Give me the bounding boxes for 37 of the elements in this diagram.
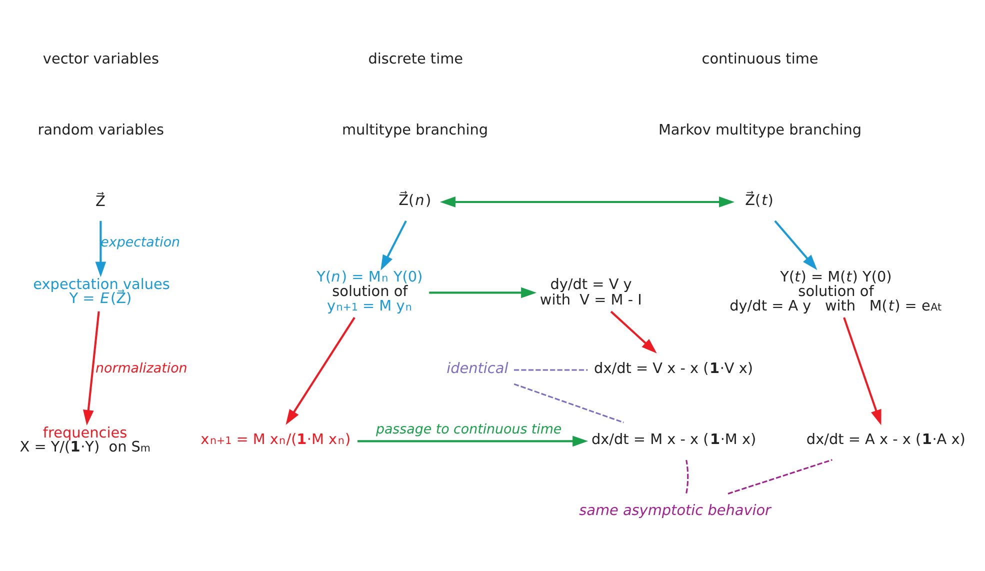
edge-label: expectation <box>100 235 180 250</box>
label: multitype branching <box>341 122 488 138</box>
node-text: Y(t) = M(t) Y(0) solution of dy/dt = A y with M(t) = eAt <box>729 269 942 314</box>
arrow <box>356 435 588 446</box>
connector <box>685 459 688 493</box>
edge-label: passage to continuous time <box>375 422 562 437</box>
node-text: same asymptotic behavior <box>578 502 770 519</box>
arrow <box>285 316 355 424</box>
arrow <box>439 196 734 207</box>
label: discrete time <box>368 51 463 67</box>
connector <box>513 382 624 423</box>
node-text: dx/dt = V x - x (1·V x) <box>594 360 753 376</box>
connector <box>513 368 588 370</box>
arrow <box>842 316 881 425</box>
node-text: dy/dt = V y with V = M - I <box>539 276 642 308</box>
label: Markov multitype branching <box>658 122 862 138</box>
arrow <box>610 310 656 353</box>
arrow <box>428 286 536 298</box>
label: random variables <box>37 122 164 138</box>
connector <box>727 458 832 494</box>
arrow <box>380 220 406 270</box>
node-text: Z⃗(t) <box>744 192 773 208</box>
node-text: expectation values Y = E(Z⃗) <box>32 276 170 307</box>
node-text: frequencies X = Y/(1·Y) on Sm <box>19 424 150 456</box>
arrow <box>774 220 817 270</box>
node-text: Z⃗(n) <box>398 192 431 208</box>
label: continuous time <box>701 51 818 67</box>
edge-label: normalization <box>95 361 187 376</box>
label: vector variables <box>42 51 158 67</box>
node-text: dx/dt = A x - x (1·A x) <box>806 431 965 448</box>
node-text: identical <box>446 360 508 376</box>
node-text: Z⃗ <box>95 193 105 210</box>
arrow <box>94 220 106 277</box>
node-text: Y(n) = Mn Y(0) solution of yn+1 = M yn <box>316 269 422 314</box>
node-text: xn+1 = M xn/(1·M xn) <box>200 431 350 448</box>
arrow <box>82 310 100 426</box>
node-text: dx/dt = M x - x (1·M x) <box>590 431 756 448</box>
